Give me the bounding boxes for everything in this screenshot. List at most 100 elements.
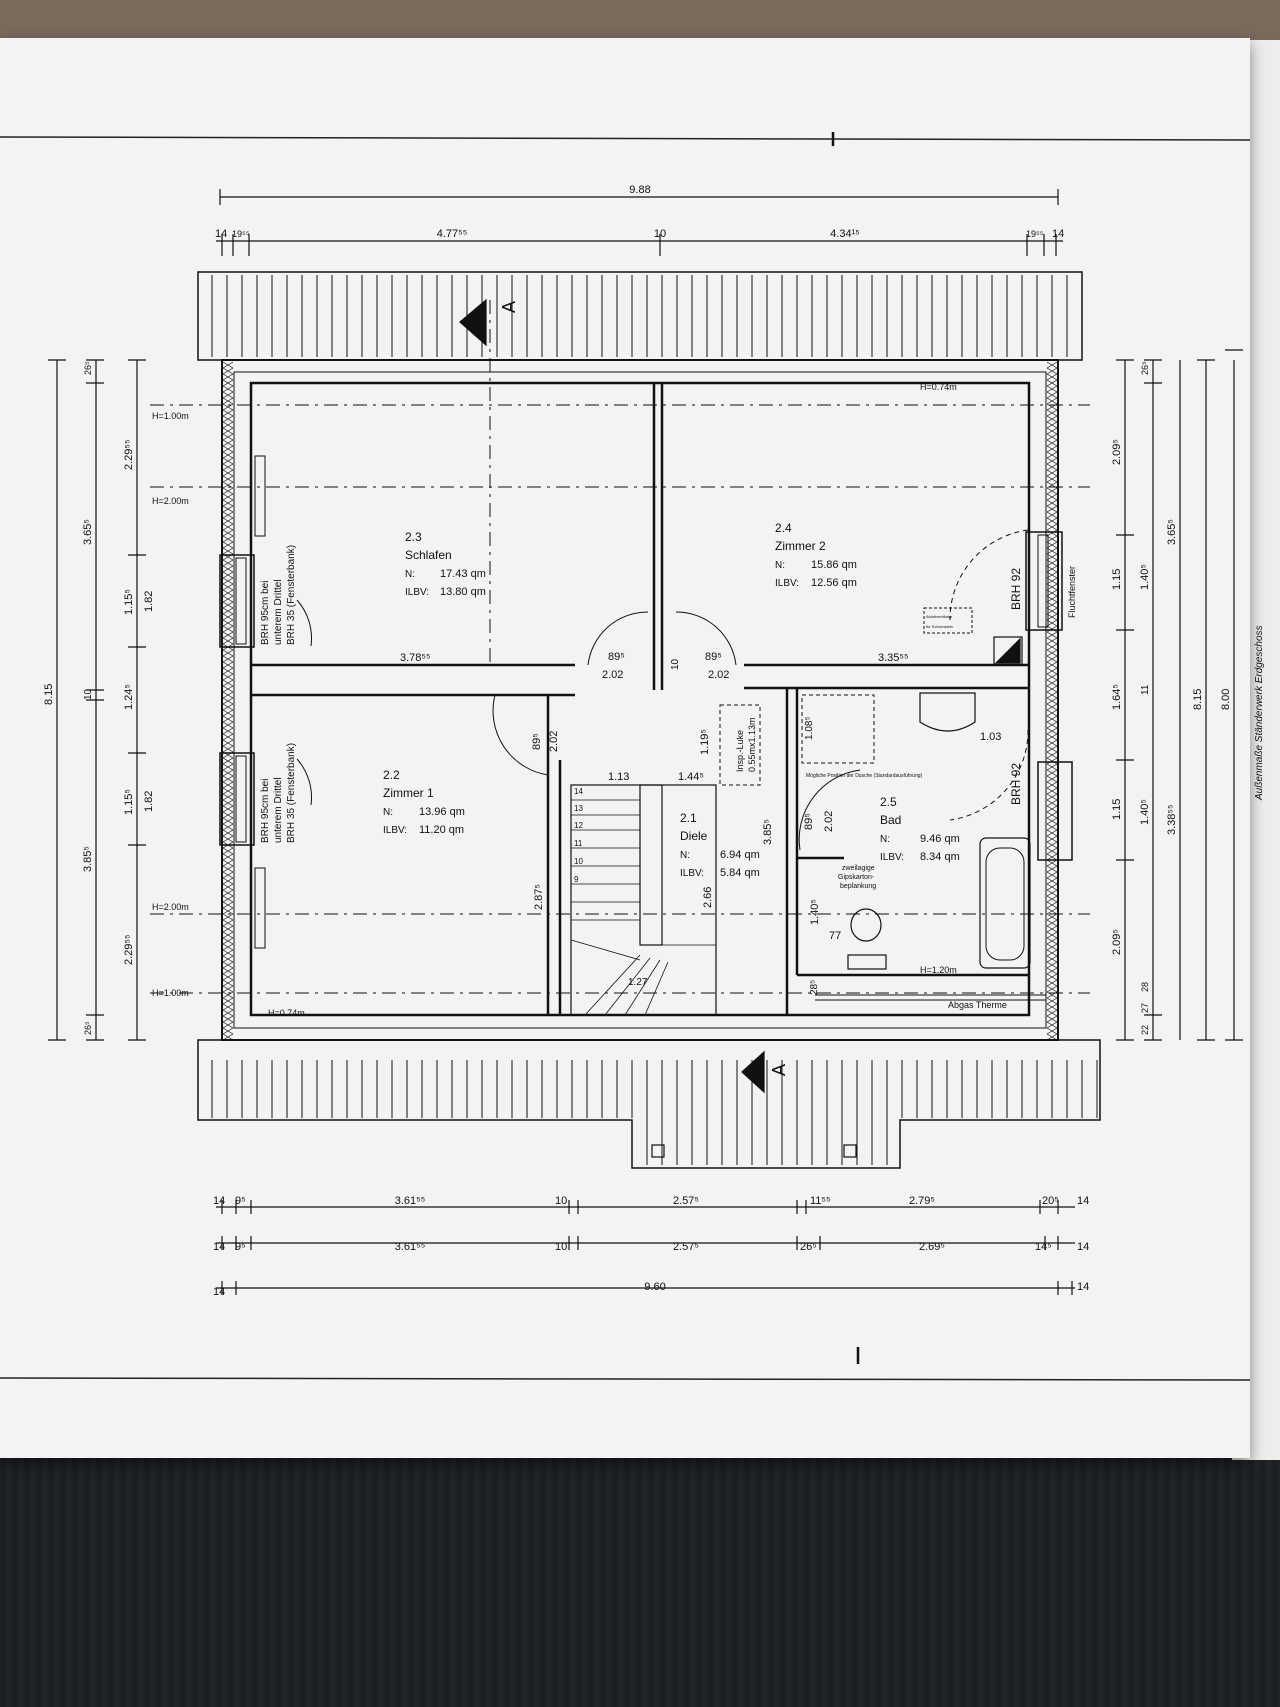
stair-step-11: 11 <box>574 839 583 848</box>
dim-left-182-bottom: 1.82 <box>143 791 155 812</box>
window-note-1-line1: BRH 95cm bei <box>260 581 271 645</box>
dim-right-338: 3.38⁵⁵ <box>1166 804 1178 835</box>
room-2-5-name: Bad <box>880 813 901 827</box>
dim-144: 1.44⁵ <box>678 771 704 783</box>
window-note-1-line3: BRH 35 (Fensterbank) <box>286 545 297 645</box>
room-2-1-number: 2.1 <box>680 811 697 825</box>
vent-note-line1: Abluftventilator <box>926 614 953 619</box>
dim-left-229-top: 2.29⁵⁵ <box>123 439 135 470</box>
room-2-5-number: 2.5 <box>880 795 897 809</box>
roof-hatch-top <box>211 275 1068 357</box>
dim-right-140-bottom: 1.40⁵ <box>1139 799 1151 825</box>
height-left-100-top: H=1.00m <box>152 411 189 421</box>
dim-bot1-14b: 14 <box>1077 1195 1089 1207</box>
dim-10-wall: 10 <box>670 658 681 670</box>
dim-right-26-top: 26⁵ <box>1140 361 1150 375</box>
dim-bot2-361: 3.61⁵⁵ <box>395 1241 426 1253</box>
window-note-2-line3: BRH 35 (Fensterbank) <box>286 743 297 843</box>
dim-bot1-14: 14 <box>213 1195 225 1207</box>
dim-113: 1.13 <box>608 771 629 783</box>
dim-right-115-bottom: 1.15 <box>1111 799 1123 820</box>
dim-right-115-top: 1.15 <box>1111 569 1123 590</box>
stair-step-13: 13 <box>574 804 583 813</box>
dark-fabric-background <box>0 1420 1280 1707</box>
dim-right-209-top: 2.09⁵ <box>1111 439 1123 465</box>
section-a-bottom: A <box>769 1064 789 1076</box>
room-2-5-n-value: 9.46 qm <box>920 833 960 845</box>
dim-right-22: 22 <box>1140 1025 1150 1035</box>
room-2-2-number: 2.2 <box>383 768 400 782</box>
window-note-2-line1: BRH 95cm bei <box>260 779 271 843</box>
height-074-zimmer2: H=0.74m <box>920 382 957 392</box>
room-2-3-n-value: 17.43 qm <box>440 568 486 580</box>
dim-202-c: 2.02 <box>548 731 560 752</box>
dim-top-14b: 14 <box>1052 228 1064 240</box>
stair-step-14: 14 <box>574 787 583 796</box>
dim-left-229-bottom: 2.29⁵⁵ <box>123 934 135 965</box>
dim-top-434: 4.34¹⁵ <box>830 228 860 240</box>
stair-step-12: 12 <box>574 821 583 830</box>
room-2-4-name: Zimmer 2 <box>775 539 826 553</box>
dim-left-10: 10 <box>83 688 94 700</box>
room-2-5-ilbv-value: 8.34 qm <box>920 851 960 863</box>
dim-top-14a: 14 <box>215 228 227 240</box>
dim-89-b: 89⁵ <box>705 651 722 663</box>
dim-bot2-26: 26⁵ <box>800 1241 817 1253</box>
paper-sheet <box>0 38 1250 1458</box>
dim-89-a: 89⁵ <box>608 651 625 663</box>
dim-right-140-top: 1.40⁵ <box>1139 564 1151 590</box>
abgas-therme: Abgas Therme <box>948 1000 1007 1010</box>
room-2-1-ilbv-value: 5.84 qm <box>720 867 760 879</box>
dim-bot1-257: 2.57⁵ <box>673 1195 699 1207</box>
dim-top-19b: 19⁵⁵ <box>1026 229 1044 239</box>
dim-bot2-10: 10 <box>555 1241 567 1253</box>
dim-bot2-14c: 14 <box>1077 1241 1089 1253</box>
dim-top-477: 4.77⁵⁵ <box>437 228 468 240</box>
dim-bot2-257: 2.57⁵ <box>673 1241 699 1253</box>
dim-top-total: 9.88 <box>629 184 650 196</box>
dim-right-209-bottom: 2.09⁵ <box>1111 929 1123 955</box>
dim-right-27: 27 <box>1140 1003 1150 1013</box>
room-2-4-ilbv-value: 12.56 qm <box>811 577 857 589</box>
dim-left-115-top: 1.15⁵ <box>123 589 135 615</box>
dim-103: 1.03 <box>980 731 1001 743</box>
room-2-1-name: Diele <box>680 829 708 843</box>
dim-140: 1.40⁵ <box>809 899 821 925</box>
dim-right-11: 11 <box>1140 684 1151 695</box>
dim-left-365: 3.65⁵ <box>82 519 94 545</box>
side-title: Außenmaße Ständerwerk Erdgeschoss <box>1254 625 1265 801</box>
room-2-3-ilbv-label: ILBV: <box>405 587 429 598</box>
stair-step-9: 9 <box>574 875 579 884</box>
dim-77: 77 <box>829 930 841 942</box>
dim-bot1-279: 2.79⁵ <box>909 1195 935 1207</box>
room-2-3-ilbv-value: 13.80 qm <box>440 586 486 598</box>
gips-line3: beplankung <box>840 883 876 890</box>
dim-bot1-361: 3.61⁵⁵ <box>395 1195 426 1207</box>
window-note-2-line2: unterem Drittel <box>273 777 284 843</box>
room-2-4-n-label: N: <box>775 560 785 571</box>
dim-bot2-269: 2.69⁵ <box>919 1241 945 1253</box>
stair-step-10: 10 <box>574 857 583 866</box>
dim-left-124: 1.24⁵ <box>123 684 135 710</box>
room-2-2-ilbv-label: ILBV: <box>383 825 407 836</box>
height-left-200-top: H=2.00m <box>152 496 189 506</box>
room-2-4-number: 2.4 <box>775 521 792 535</box>
height-left-200-bottom: H=2.00m <box>152 902 189 912</box>
dim-202-a: 2.02 <box>602 669 623 681</box>
room-2-4-n-value: 15.86 qm <box>811 559 857 571</box>
dim-right-total-b: 8.00 <box>1220 689 1232 710</box>
room-2-2-name: Zimmer 1 <box>383 786 434 800</box>
room-2-4-ilbv-label: ILBV: <box>775 578 799 589</box>
room-2-1-n-label: N: <box>680 850 690 861</box>
dim-bot3-14b: 14 <box>1077 1281 1089 1293</box>
dim-bot1-11: 11⁵⁵ <box>810 1195 831 1207</box>
dim-89-c: 89⁵ <box>531 733 543 750</box>
sheet-frame-bottom <box>0 1377 1251 1381</box>
room-2-5-ilbv-label: ILBV: <box>880 852 904 863</box>
brh92-zimmer2: BRH 92 <box>1009 568 1023 610</box>
dim-28: 28⁵ <box>809 980 820 995</box>
room-2-3-n-label: N: <box>405 569 415 580</box>
dim-right-365: 3.65⁵ <box>1166 519 1178 545</box>
dim-bottom-total: 9.60 <box>644 1281 665 1293</box>
